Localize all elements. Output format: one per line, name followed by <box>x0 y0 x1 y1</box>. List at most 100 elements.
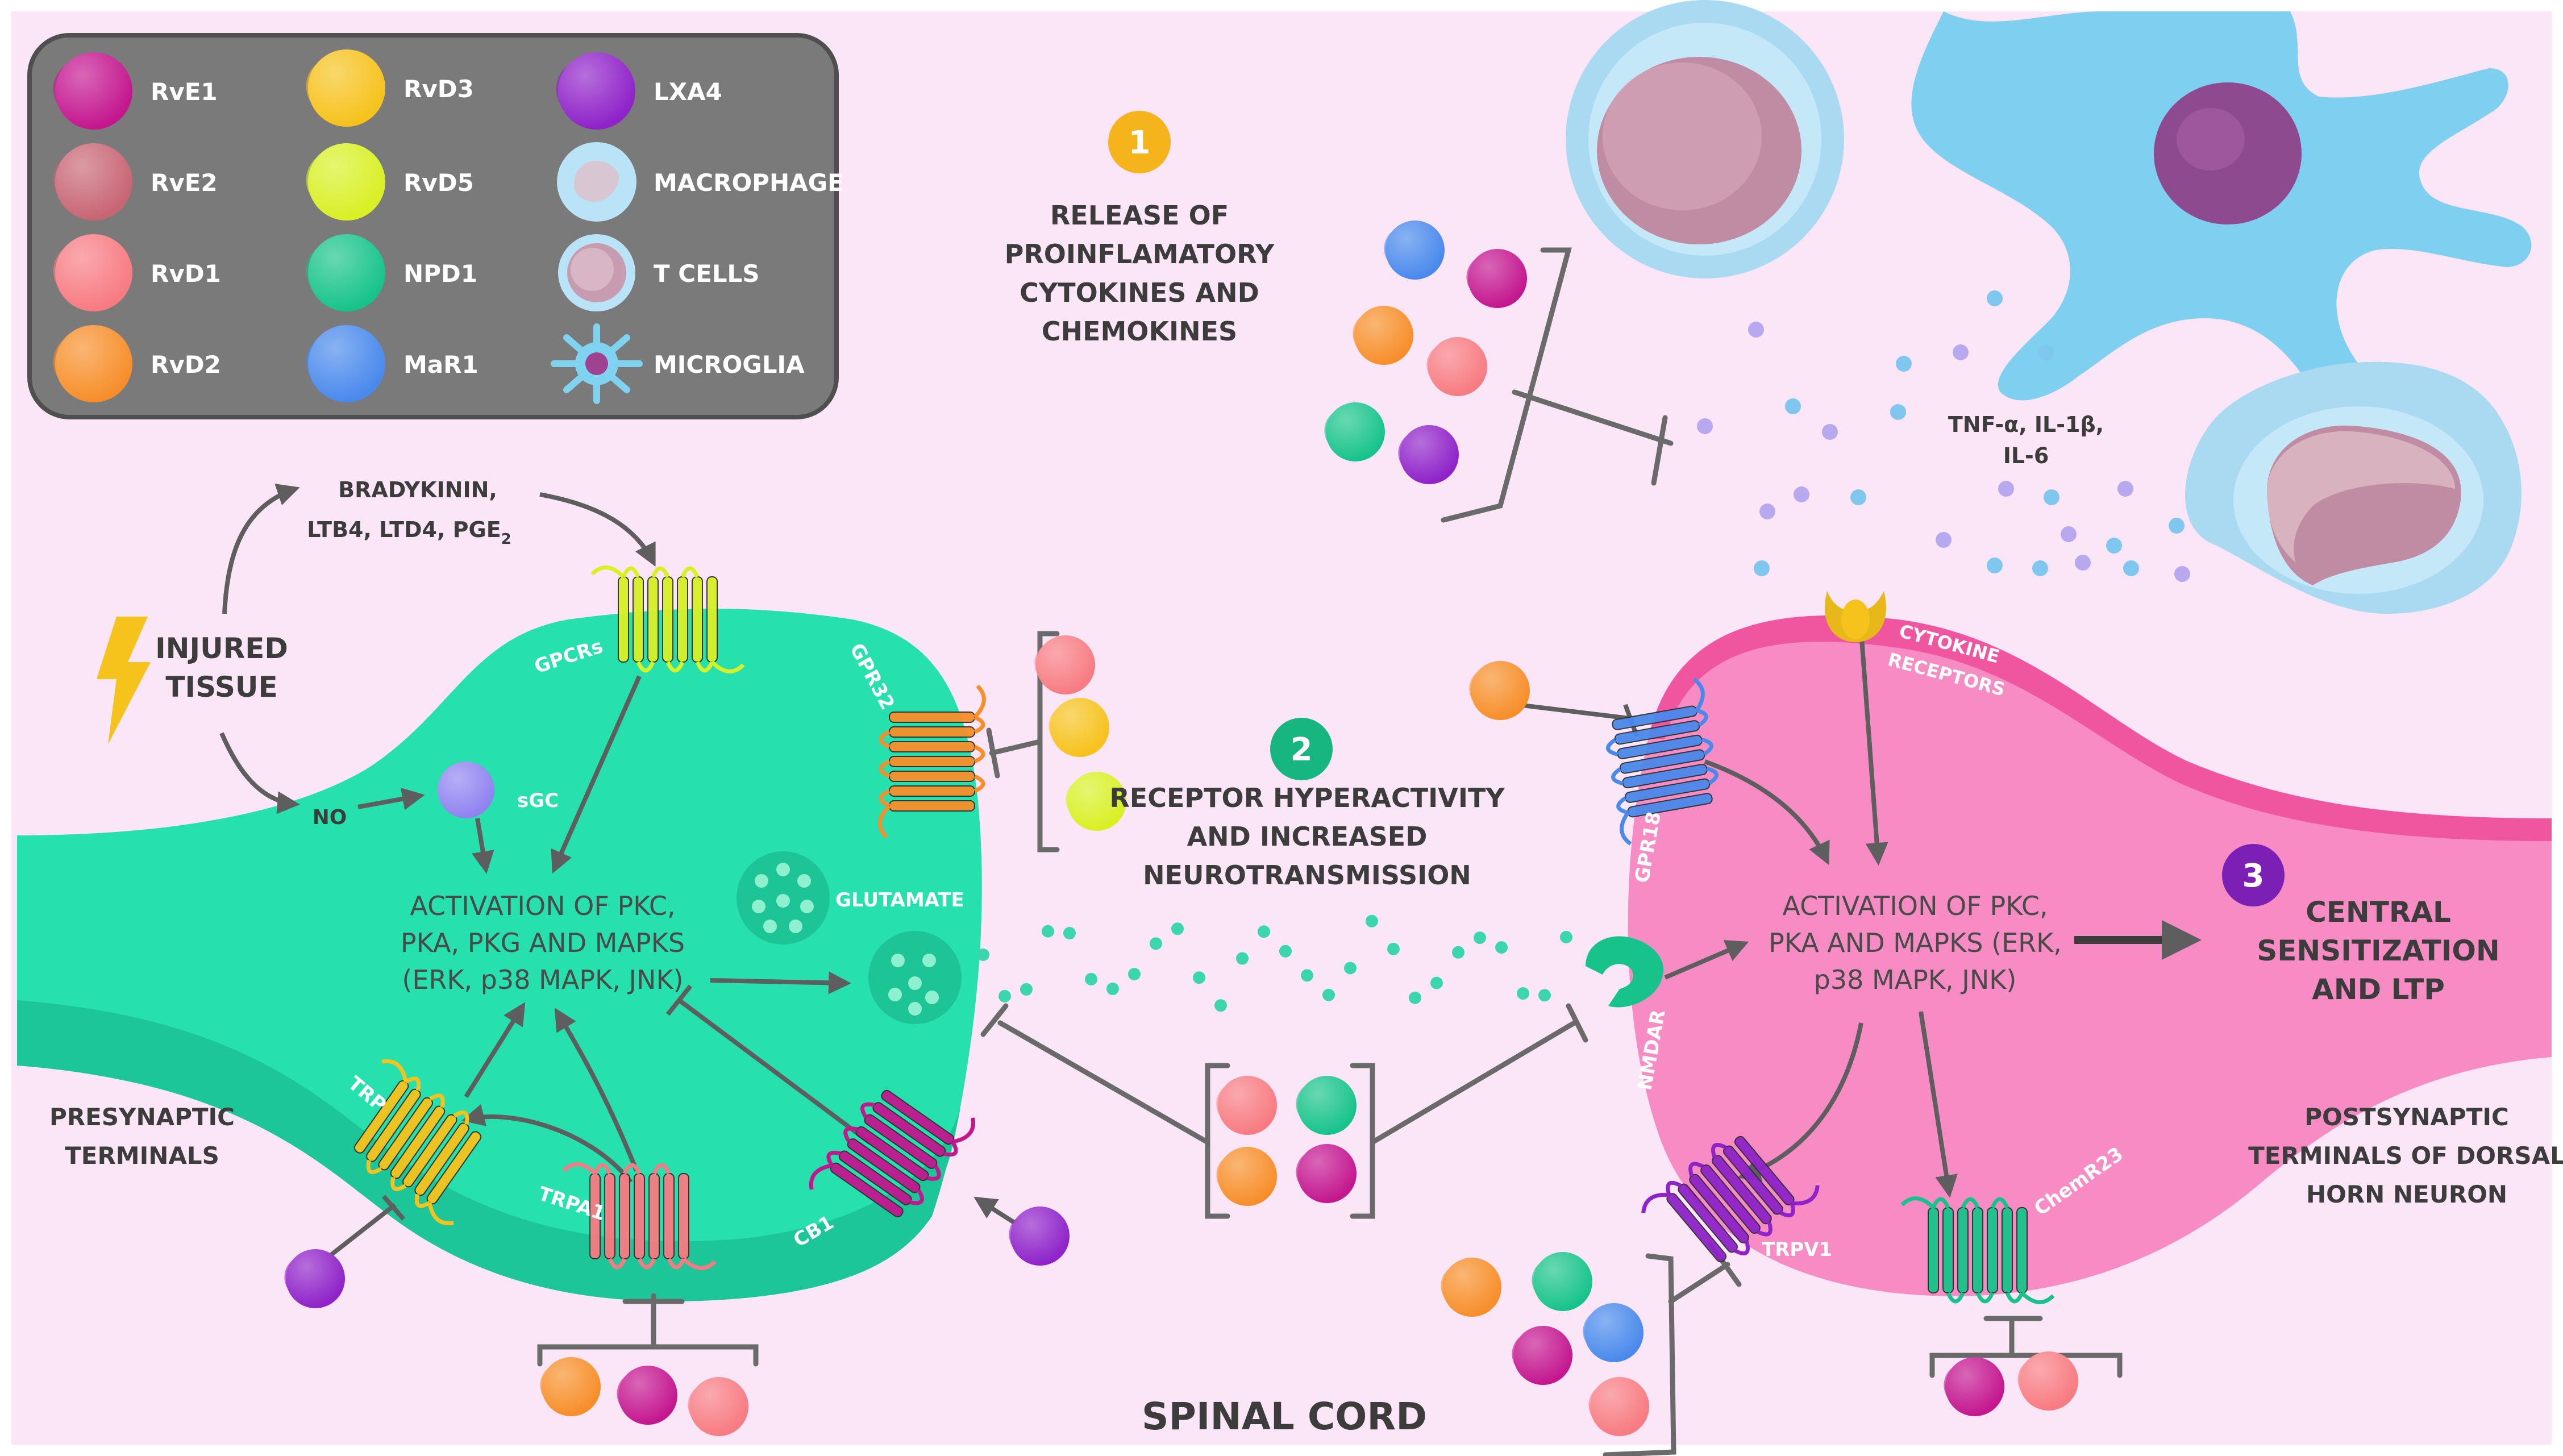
glutamate-label: GLUTAMATE <box>835 889 964 912</box>
glutamate-particles <box>977 914 1572 1012</box>
molecule-lxa4-14 <box>284 1249 345 1308</box>
legend-label-t-cells: T CELLS <box>654 260 760 288</box>
vesicle-particle <box>908 976 922 990</box>
trpv1-receptor <box>1641 1135 1820 1263</box>
cytokine-particle <box>1785 398 1801 414</box>
legend-label-microglia: MICROGLIA <box>654 351 805 378</box>
activation-pre-line-2: PKA, PKG AND MAPKS <box>401 927 685 958</box>
molecule-npd1-4 <box>1324 402 1385 461</box>
cytokine-particle <box>1987 558 2003 573</box>
vesicle-particle <box>763 920 777 933</box>
glutamate-particle <box>1538 989 1551 1002</box>
legend-label-rvd2: RvD2 <box>151 351 221 378</box>
immune-cells <box>1566 0 2532 614</box>
legend-label-npd1: NPD1 <box>403 260 477 288</box>
legend-label-mar1: MaR1 <box>403 351 479 378</box>
cytokine-particle <box>1697 418 1713 434</box>
gpcrs-receptor <box>590 565 745 673</box>
trpa1-receptor <box>562 1162 717 1270</box>
legend-swatch-rvd3 <box>306 49 385 127</box>
legend-label-rvd3: RvD3 <box>403 75 474 103</box>
vesicle-particle <box>789 920 802 933</box>
glutamate-particle <box>1150 937 1162 950</box>
glutamate-particle <box>1344 962 1357 975</box>
cytokine-particle <box>2169 518 2185 534</box>
molecule-npd1-11 <box>1296 1076 1357 1135</box>
step-1-line-1: RELEASE OF <box>1050 200 1229 231</box>
macrophage-icon <box>557 142 636 222</box>
molecule-rvd3-7 <box>1048 698 1109 757</box>
cytokine-particle <box>2038 344 2054 360</box>
glutamate-particle <box>977 949 989 961</box>
glutamate-particle <box>998 989 1011 1002</box>
molecule-npd1-20 <box>1532 1252 1592 1311</box>
cytokine-particle <box>2106 538 2122 554</box>
glutamate-particle <box>1063 926 1076 939</box>
cytokine-particle <box>2117 481 2133 497</box>
step-1: 1 RELEASE OF PROINFLAMATORY CYTOKINES AN… <box>1005 111 1275 347</box>
molecule-lxa4-5 <box>1398 425 1459 484</box>
activation-post-line-3: p38 MAPK, JNK) <box>1814 964 2017 995</box>
spinal-cord-label: SPINAL CORD <box>1142 1395 1427 1438</box>
legend-label-macrophage: MACROPHAGE <box>654 169 844 197</box>
glutamate-particle <box>1387 942 1400 955</box>
step-2-badge <box>1270 718 1333 780</box>
t-cell-icon <box>558 234 635 311</box>
vesicle-particle <box>776 894 790 908</box>
postsynaptic-label-1: POSTSYNAPTIC <box>2304 1103 2509 1131</box>
glutamate-particle <box>1301 969 1313 982</box>
legend-swatch-rvd1 <box>53 234 132 311</box>
glutamate-particle <box>1020 983 1033 996</box>
legend-label-rve1: RvE1 <box>151 78 218 106</box>
cytokine-particle <box>2075 555 2091 571</box>
legend-swatch-lxa4 <box>556 52 635 130</box>
cytokine-particle <box>1890 404 1906 420</box>
glutamate-particle <box>1560 931 1572 944</box>
legend-swatch-mar1 <box>306 325 385 402</box>
trp-receptor <box>353 1059 482 1226</box>
step-3-line-1: CENTRAL <box>2306 896 2451 929</box>
cytokine-particle <box>2061 526 2077 542</box>
activation-post-line-2: PKA AND MAPKS (ERK, <box>1769 927 2062 958</box>
glutamate-particle <box>1366 914 1378 927</box>
molecule-rvd2-2 <box>1353 306 1413 365</box>
postsynaptic-label-2: TERMINALS OF DORSAL <box>2248 1142 2563 1170</box>
legend-swatch-rvd5 <box>306 143 385 221</box>
cytokines-label-2: IL-6 <box>2003 443 2049 468</box>
step-1-line-3: CYTOKINES AND <box>1020 277 1259 308</box>
step-2-line-2: AND INCREASED <box>1187 821 1428 852</box>
vesicle-particle <box>888 988 902 1001</box>
vesicle-particle <box>797 874 811 888</box>
step-1-line-4: CHEMOKINES <box>1042 316 1237 347</box>
glutamate-particle <box>1258 925 1270 938</box>
molecule-rve1-1 <box>1466 249 1527 308</box>
vesicle-particle <box>925 991 939 1004</box>
step-3: 3 CENTRAL SENSITIZATION AND LTP <box>2222 844 2500 1006</box>
trpv1-label: TRPV1 <box>1762 1238 1832 1261</box>
cytokine-particle <box>1850 489 1866 505</box>
molecule-rve1-24 <box>1944 1357 2004 1416</box>
bradykinin-label-2: LTB4, LTD4, PGE2 <box>307 517 511 548</box>
cytokine-particle <box>2044 489 2059 505</box>
cytokine-particle <box>1759 504 1775 519</box>
activation-post-line-1: ACTIVATION OF PKC, <box>1782 891 2048 921</box>
chemr23-receptor <box>1900 1196 2055 1304</box>
molecule-mar1-22 <box>1583 1303 1644 1362</box>
step-1-number: 1 <box>1129 124 1151 161</box>
molecule-rve1-13 <box>1296 1144 1357 1203</box>
molecule-rvd2-12 <box>1216 1147 1277 1206</box>
mediators <box>284 221 2078 1436</box>
cytokine-particle <box>1748 322 1764 338</box>
legend-label-rvd5: RvD5 <box>403 169 474 197</box>
glutamate-particle <box>1279 945 1292 958</box>
molecule-rve1-21 <box>1512 1326 1572 1385</box>
glutamate-particle <box>1128 968 1141 981</box>
vesicle-particle <box>752 900 765 913</box>
gpr18-receptor <box>1606 677 1719 846</box>
gpr32-receptor <box>878 684 986 839</box>
molecule-rvd2-9 <box>1469 661 1530 720</box>
legend-swatch-rve2 <box>53 143 132 221</box>
cytokine-particle <box>2174 566 2190 582</box>
molecule-rvd1-6 <box>1034 635 1095 694</box>
